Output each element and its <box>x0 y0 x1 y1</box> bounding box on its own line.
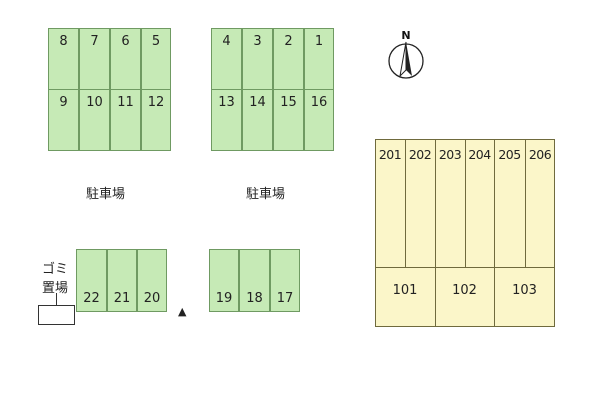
parking-stall: 1 <box>304 28 334 90</box>
parking-stall: 21 <box>107 249 137 312</box>
parking-stall: 15 <box>273 89 304 151</box>
unit-divider <box>494 139 495 267</box>
unit-label: 201 <box>378 147 402 162</box>
parking-label-right: 駐車場 <box>246 187 286 202</box>
parking-label-left: 駐車場 <box>86 187 126 202</box>
unit-label: 103 <box>512 283 537 298</box>
parking-stall: 6 <box>110 28 141 90</box>
parking-stall: 22 <box>76 249 107 312</box>
unit-label: 204 <box>468 147 491 162</box>
parking-stall: 10 <box>79 89 110 151</box>
parking-stall: 8 <box>48 28 79 90</box>
compass-north-label: N <box>401 29 410 42</box>
unit-divider <box>405 139 406 267</box>
unit-label: 102 <box>452 283 477 298</box>
parking-stall: 16 <box>304 89 334 151</box>
unit-label: 101 <box>392 283 418 298</box>
parking-stall: 5 <box>141 28 171 90</box>
parking-stall: 2 <box>273 28 304 90</box>
parking-stall: 9 <box>48 89 79 151</box>
parking-stall: 12 <box>141 89 171 151</box>
unit-divider <box>494 267 495 327</box>
unit-divider <box>465 139 466 267</box>
parking-stall: 7 <box>79 28 110 90</box>
parking-stall: 11 <box>110 89 141 151</box>
unit-label: 202 <box>408 147 432 162</box>
unit-divider <box>435 267 436 327</box>
parking-stall: 20 <box>137 249 167 312</box>
unit-label: 203 <box>438 147 462 162</box>
unit-divider <box>525 139 526 267</box>
parking-stall: 14 <box>242 89 273 151</box>
north-arrow-icon: N <box>386 28 426 80</box>
garbage-leader-line <box>56 293 57 306</box>
parking-stall: 17 <box>270 249 300 312</box>
unit-label: 205 <box>498 147 521 162</box>
parking-stall: 3 <box>242 28 273 90</box>
parking-stall: 18 <box>239 249 270 312</box>
unit-divider <box>435 139 436 267</box>
parking-stall: 13 <box>211 89 242 151</box>
garbage-label-line1: ゴミ <box>42 262 69 277</box>
garbage-area <box>38 305 75 325</box>
parking-stall: 19 <box>209 249 239 312</box>
parking-stall: 4 <box>211 28 242 90</box>
unit-label: 206 <box>528 147 552 162</box>
floor-divider <box>375 267 555 268</box>
garbage-label-line2: 置場 <box>42 281 69 296</box>
triangle-marker-icon: ▲ <box>178 305 187 318</box>
